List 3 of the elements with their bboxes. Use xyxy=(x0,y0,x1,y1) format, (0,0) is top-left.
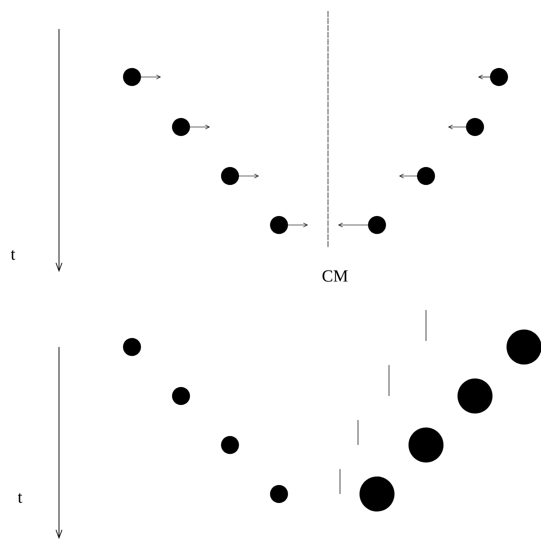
cm-label: CM xyxy=(322,270,348,282)
axis-label: t xyxy=(10,250,16,260)
axis-label: t xyxy=(18,493,22,503)
